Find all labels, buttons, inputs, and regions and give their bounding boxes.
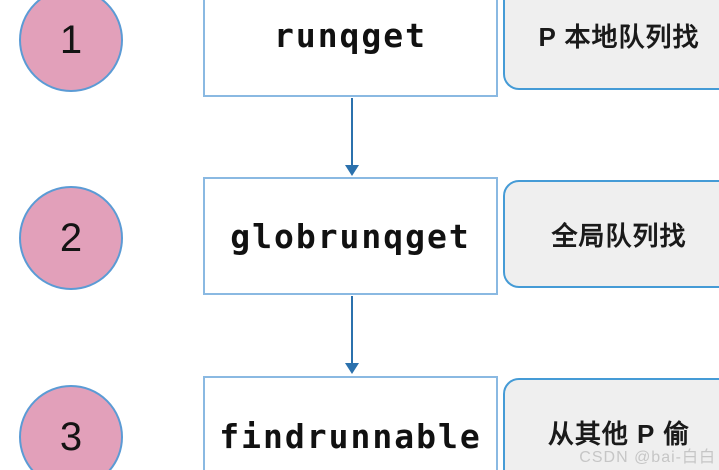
description-box-3: 从其他 P 偷 [503,378,719,470]
csdn-watermark: CSDN @bai-白白 [579,449,716,466]
step-circle-1: 1 [19,0,123,92]
step-number-1: 1 [59,17,83,62]
step-circle-3: 3 [19,385,123,470]
arrow-down-icon-1 [345,98,359,176]
function-box-runqget: runqget [203,0,498,97]
arrow-down-icon-2 [345,296,359,374]
description-box-1: P 本地队列找 [503,0,719,90]
function-box-globrunqget: globrunqget [203,177,498,295]
description-label-1: P 本地队列找 [538,21,700,52]
function-label-1: runqget [273,15,428,55]
step-circle-2: 2 [19,186,123,290]
step-number-2: 2 [59,215,83,260]
step-number-3: 3 [59,414,83,459]
function-label-3: findrunnable [219,416,482,456]
function-label-2: globrunqget [230,216,471,256]
description-label-3: 从其他 P 偷 [547,418,691,449]
description-label-2: 全局队列找 [551,220,687,251]
description-box-2: 全局队列找 [503,180,719,288]
function-box-findrunnable: findrunnable [203,376,498,470]
